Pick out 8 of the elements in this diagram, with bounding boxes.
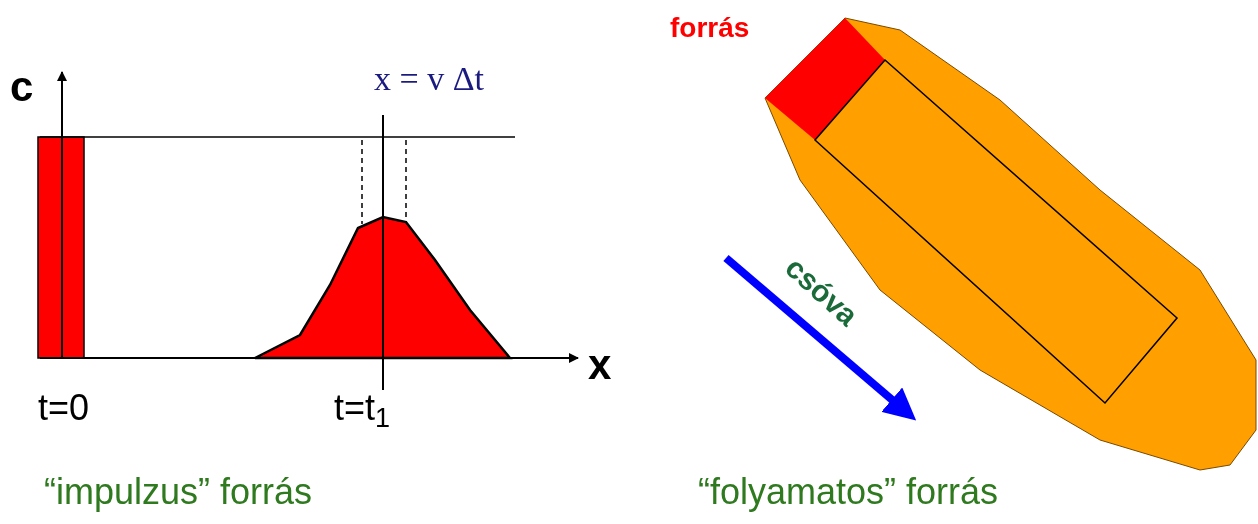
time-label: t=t$_{1}$ <box>334 390 391 426</box>
caption: “impulzus” forrás <box>44 474 313 510</box>
axis-label: c <box>10 66 34 108</box>
time-label: t=0 <box>38 390 90 426</box>
caption: “folyamatos” forrás <box>698 474 999 510</box>
axis-label: x <box>588 344 612 386</box>
source-label: forrás <box>670 14 750 42</box>
formula-label: x = v Δt <box>374 62 484 96</box>
